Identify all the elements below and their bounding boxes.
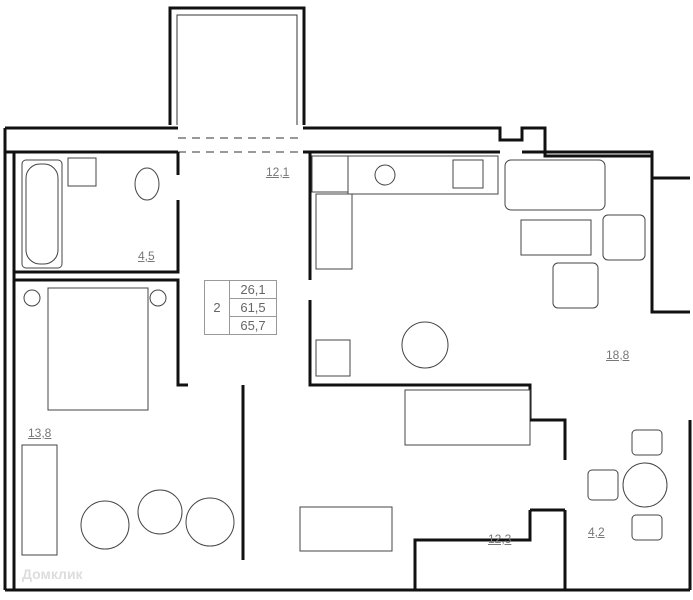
kitchen-area: 61,5 xyxy=(230,299,276,317)
living-area: 26,1 xyxy=(230,281,276,299)
room-area-balcony: 4,2 xyxy=(588,525,605,539)
room-area-hall: 12,1 xyxy=(266,165,290,179)
apartment-summary: 2 26,1 61,5 65,7 xyxy=(204,280,277,335)
watermark-logo: Домклик xyxy=(22,566,83,582)
total-area: 65,7 xyxy=(240,318,266,333)
room-area-bathroom: 4,5 xyxy=(138,249,155,263)
room-count: 2 xyxy=(205,281,230,334)
room-area-room: 12,3 xyxy=(488,532,512,546)
room-area-kitchen-living: 18,8 xyxy=(606,348,630,362)
room-area-bedroom: 13,8 xyxy=(28,426,52,440)
